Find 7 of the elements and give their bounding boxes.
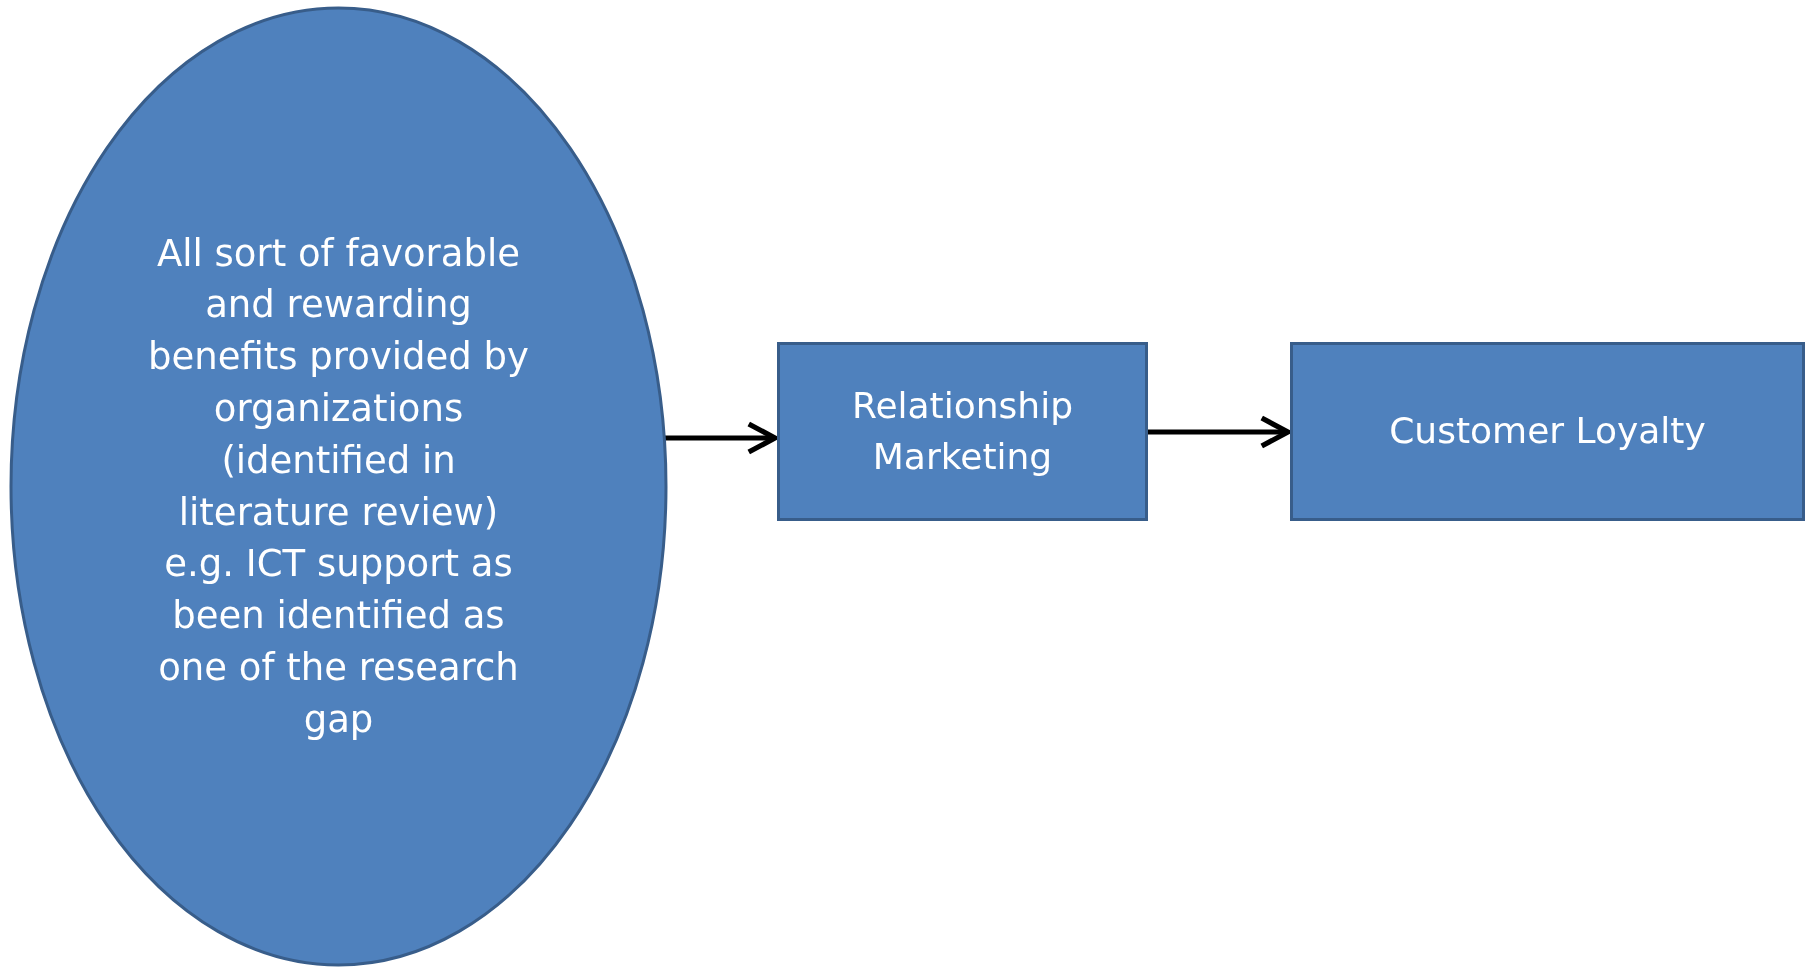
process-box [1290, 342, 1805, 521]
node-text: All sort of favorable and rewarding benefits provided by organizations (identified in literature review) e.g. ICT support as been identified as one of the research gap [147, 230, 530, 743]
process-box [777, 342, 1148, 521]
node-text: Customer Loyalty [1389, 409, 1706, 454]
arrow [664, 421, 778, 455]
node-text: Relationship Marketing [851, 384, 1074, 479]
arrow [1148, 415, 1291, 449]
